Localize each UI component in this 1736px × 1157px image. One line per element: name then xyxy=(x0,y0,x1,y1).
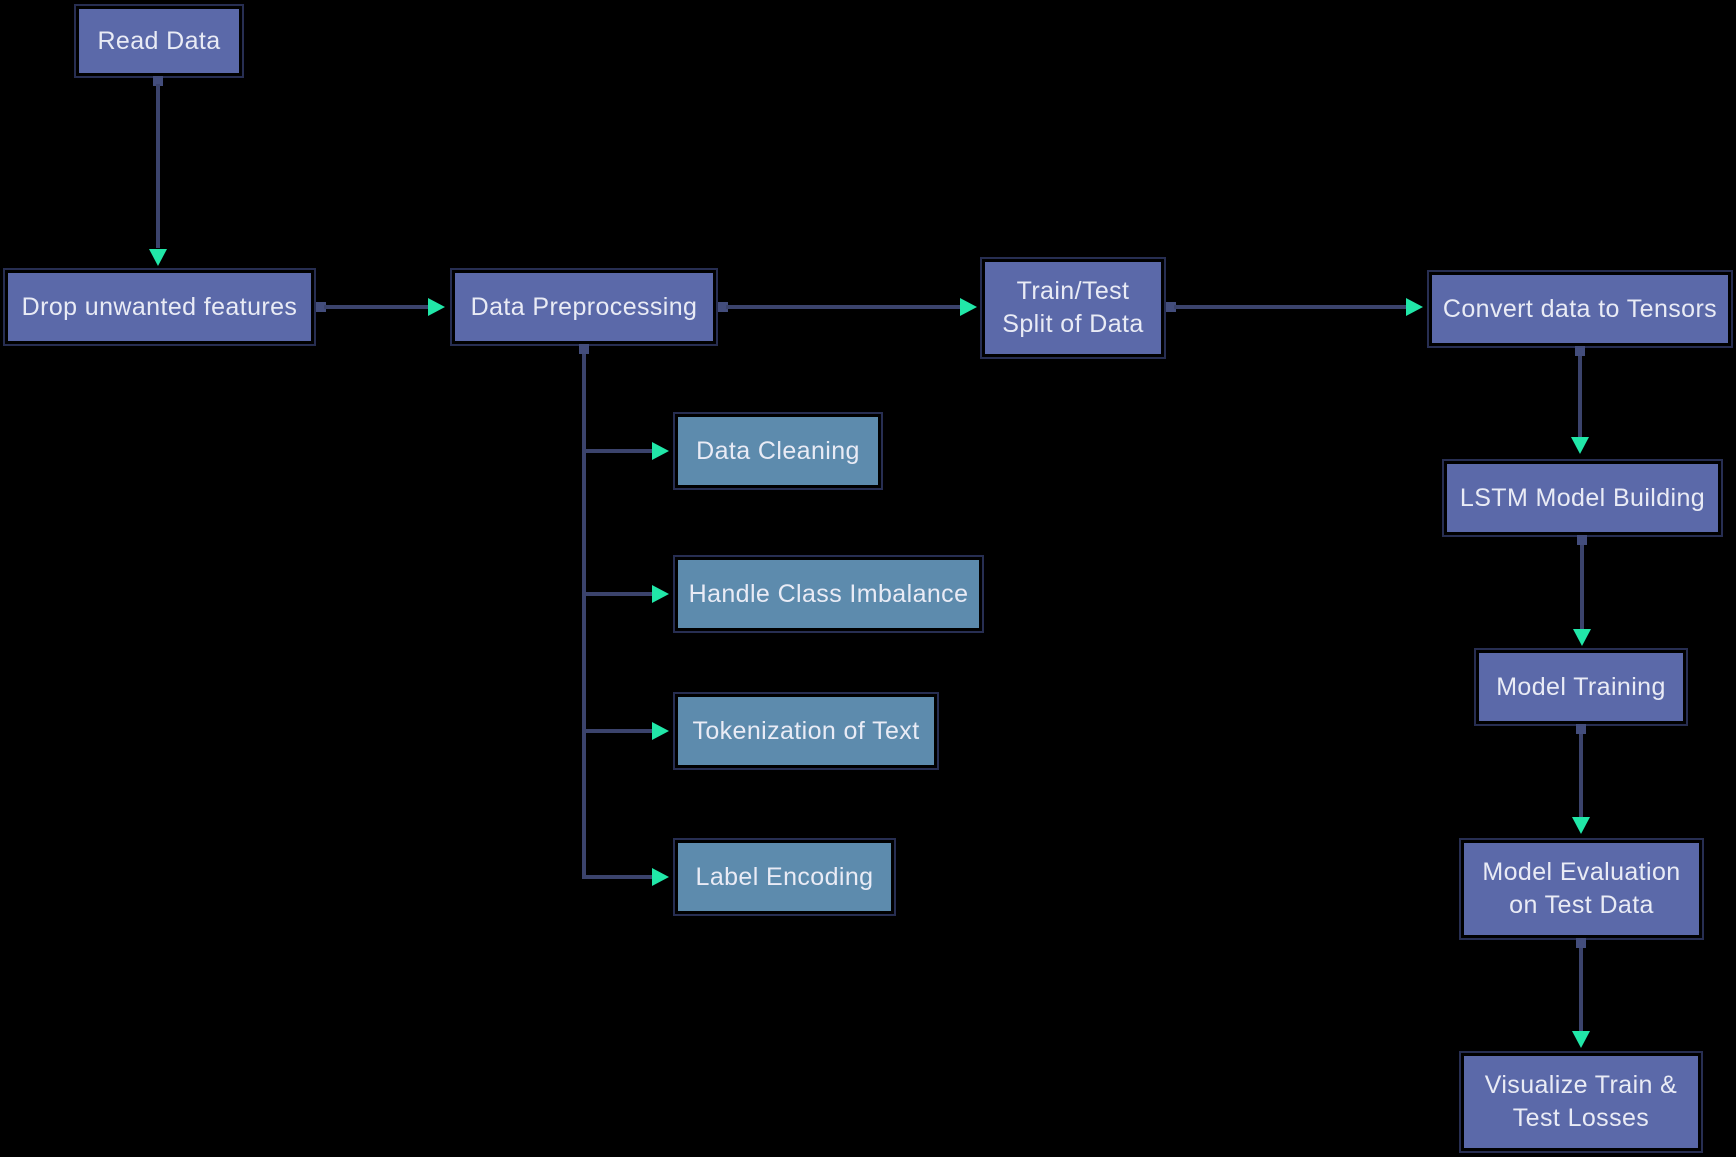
connector-line xyxy=(324,305,428,309)
connector-line xyxy=(726,305,960,309)
node-handle-class-imbalance: Handle Class Imbalance xyxy=(673,555,984,633)
connector-line xyxy=(582,449,652,453)
connector-line xyxy=(1579,734,1583,817)
connector-line xyxy=(582,729,652,733)
node-label: Read Data xyxy=(97,26,221,55)
node-tokenization-of-text: Tokenization of Text xyxy=(673,692,939,770)
node-data-preprocessing: Data Preprocessing xyxy=(450,268,718,346)
node-label: Handle Class Imbalance xyxy=(688,579,969,608)
connector-dot xyxy=(316,302,326,312)
node-label: Drop unwanted features xyxy=(21,292,298,321)
connector-line xyxy=(582,592,652,596)
arrowhead-right-icon xyxy=(652,442,669,460)
node-label: Model Evaluation on Test Data xyxy=(1482,858,1681,919)
node-convert-data-to-tensors: Convert data to Tensors xyxy=(1427,270,1733,348)
connector-dot xyxy=(1576,724,1586,734)
connector-line xyxy=(582,354,586,879)
node-label: Convert data to Tensors xyxy=(1442,294,1718,323)
connector-dot xyxy=(718,302,728,312)
arrowhead-down-icon xyxy=(1573,629,1591,646)
node-train-test-split: Train/Test Split of Data xyxy=(980,257,1166,359)
node-label: Data Preprocessing xyxy=(470,292,698,321)
connector-dot xyxy=(1575,346,1585,356)
arrowhead-down-icon xyxy=(149,249,167,266)
node-label: Data Cleaning xyxy=(696,436,860,465)
arrowhead-right-icon xyxy=(652,585,669,603)
node-label: Tokenization of Text xyxy=(692,716,920,745)
connector-dot xyxy=(1577,535,1587,545)
node-label: Visualize Train & Test Losses xyxy=(1484,1071,1678,1132)
connector-dot xyxy=(1576,938,1586,948)
node-model-evaluation: Model Evaluation on Test Data xyxy=(1459,838,1704,940)
node-label: LSTM Model Building xyxy=(1459,483,1706,512)
node-model-training: Model Training xyxy=(1474,648,1688,726)
node-drop-unwanted-features: Drop unwanted features xyxy=(3,268,316,346)
node-label: Label Encoding xyxy=(695,862,874,891)
node-label: Train/Test Split of Data xyxy=(1002,277,1144,338)
arrowhead-down-icon xyxy=(1572,1031,1590,1048)
node-label-encoding: Label Encoding xyxy=(673,838,896,916)
connector-line xyxy=(1174,305,1406,309)
arrowhead-right-icon xyxy=(1406,298,1423,316)
connector-dot xyxy=(1166,302,1176,312)
connector-dot xyxy=(153,76,163,86)
arrowhead-right-icon xyxy=(428,298,445,316)
node-data-cleaning: Data Cleaning xyxy=(673,412,883,490)
node-visualize-losses: Visualize Train & Test Losses xyxy=(1459,1051,1703,1153)
arrowhead-down-icon xyxy=(1571,437,1589,454)
arrowhead-right-icon xyxy=(652,868,669,886)
arrowhead-down-icon xyxy=(1572,817,1590,834)
connector-line xyxy=(1580,545,1584,629)
connector-dot xyxy=(579,344,589,354)
node-lstm-model-building: LSTM Model Building xyxy=(1442,459,1723,537)
arrowhead-right-icon xyxy=(960,298,977,316)
node-read-data: Read Data xyxy=(74,4,244,78)
connector-line xyxy=(582,875,652,879)
connector-line xyxy=(156,84,160,248)
node-label: Model Training xyxy=(1496,672,1666,701)
connector-line xyxy=(1579,948,1583,1031)
arrowhead-right-icon xyxy=(652,722,669,740)
connector-line xyxy=(1578,356,1582,437)
